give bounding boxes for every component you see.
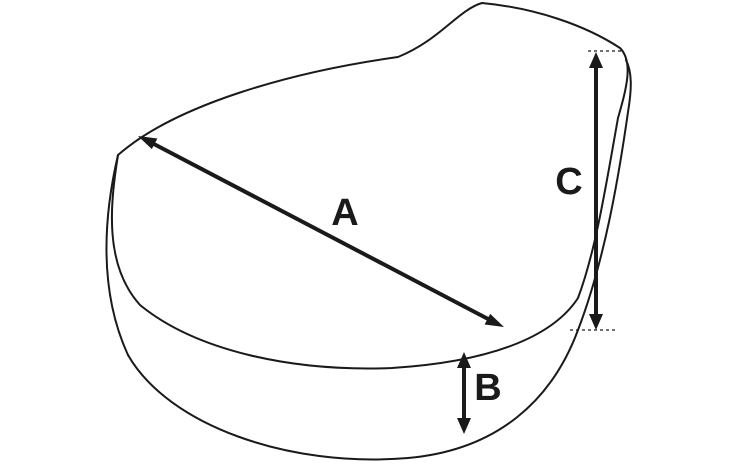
dimension-a-line bbox=[151, 141, 491, 322]
seat-top-surface bbox=[110, 2, 629, 370]
seat-bottom-contour bbox=[127, 59, 632, 461]
dimension-b-label: B bbox=[474, 367, 501, 409]
dimension-a-end-arrow bbox=[484, 313, 504, 327]
dimension-b-top-arrow bbox=[457, 352, 471, 368]
dimension-a-label: A bbox=[331, 192, 358, 234]
dimension-a-start-arrow bbox=[138, 136, 158, 150]
dimension-b-bottom-arrow bbox=[457, 418, 471, 434]
dimension-c-top-arrow bbox=[589, 52, 603, 68]
seat-front-edge bbox=[105, 154, 129, 356]
seat-cushion-outline bbox=[105, 2, 632, 461]
dimension-c-label: C bbox=[555, 161, 582, 203]
dimension-a: A bbox=[138, 136, 504, 327]
dimension-c-bottom-arrow bbox=[589, 314, 603, 330]
dimension-b: B bbox=[457, 352, 502, 434]
dimension-c: C bbox=[555, 52, 603, 330]
